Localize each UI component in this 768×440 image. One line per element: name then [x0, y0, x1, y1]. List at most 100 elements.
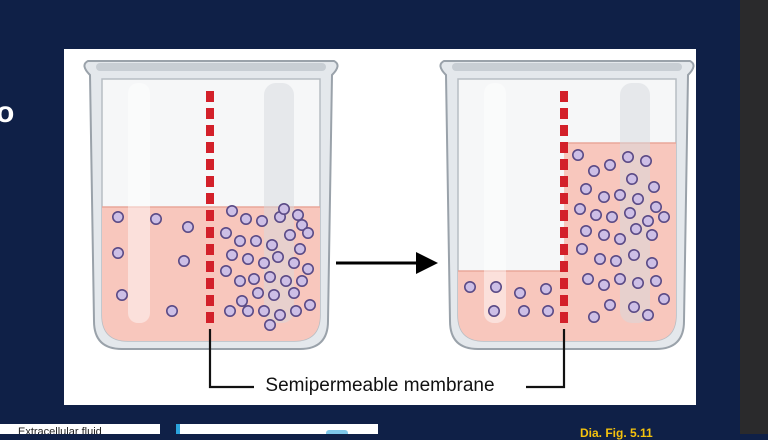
- solute-particle: [111, 247, 124, 260]
- solute-particle: [302, 263, 315, 276]
- process-arrow: [336, 252, 438, 274]
- solute-particle: [274, 308, 287, 321]
- solute-particle: [284, 229, 297, 242]
- solute-particle: [539, 283, 552, 296]
- solute-particle: [517, 304, 530, 317]
- solute-particle: [589, 209, 602, 222]
- figure-caption: Dia. Fig. 5.11: [580, 426, 653, 440]
- solute-particle: [166, 304, 179, 317]
- solute-particle: [304, 299, 317, 312]
- solute-particle: [292, 209, 305, 222]
- solute-particle: [597, 191, 610, 204]
- solute-particle: [220, 265, 233, 278]
- solute-particle: [597, 279, 610, 292]
- beaker-lip: [452, 63, 682, 71]
- solute-particle: [111, 211, 124, 224]
- solute-particle: [272, 251, 285, 264]
- solute-particle: [252, 287, 265, 300]
- solute-particle: [236, 295, 249, 308]
- solute-particle: [613, 189, 626, 202]
- beaker-after: [439, 60, 695, 350]
- solute-particle: [575, 243, 588, 256]
- solute-particle: [573, 203, 586, 216]
- solute-particle: [296, 219, 309, 232]
- solute-particle: [258, 257, 271, 270]
- solute-particle: [627, 249, 640, 262]
- solute-particle: [647, 181, 660, 194]
- osmosis-figure: Semipermeable membrane: [64, 49, 696, 405]
- solute-particle: [649, 275, 662, 288]
- solute-particle: [302, 227, 315, 240]
- solute-particle: [220, 227, 233, 240]
- solute-particle: [250, 235, 263, 248]
- solute-particle: [150, 213, 163, 226]
- solute-particle: [631, 277, 644, 290]
- solute-particle: [178, 255, 191, 268]
- solute-particle: [609, 255, 622, 268]
- solute-particle: [234, 235, 247, 248]
- footer-image-shape: [326, 430, 348, 434]
- solute-particle: [226, 249, 239, 262]
- solute-particle: [489, 281, 502, 294]
- solute-particle: [639, 155, 652, 168]
- solute-particle: [541, 304, 554, 317]
- solute-particle: [280, 275, 293, 288]
- solute-particle: [579, 225, 592, 238]
- beaker-before: [83, 60, 339, 350]
- solute-particle: [587, 165, 600, 178]
- solute-particle: [593, 253, 606, 266]
- footer-image-panel: [176, 424, 378, 434]
- solute-particle: [579, 183, 592, 196]
- solute-particle: [234, 275, 247, 288]
- solute-particle: [603, 159, 616, 172]
- solute-particle: [264, 318, 277, 331]
- solute-particle: [258, 304, 271, 317]
- solute-particle: [597, 229, 610, 242]
- solute-particle: [463, 281, 476, 294]
- solute-particle: [623, 207, 636, 220]
- solute-particle: [645, 229, 658, 242]
- solute-particle: [645, 257, 658, 270]
- solute-particle: [290, 304, 303, 317]
- glass-highlight: [484, 83, 506, 323]
- footer-image-bar: [176, 424, 180, 434]
- footer-left-panel: Extracellular fluid: [0, 424, 160, 434]
- solute-particle: [248, 273, 261, 286]
- solute-particle: [613, 233, 626, 246]
- window-side-strip: [740, 0, 768, 434]
- solute-particle: [487, 304, 500, 317]
- solute-particle: [115, 289, 128, 302]
- solute-particle: [264, 271, 277, 284]
- solute-particle: [649, 201, 662, 214]
- beaker-lip: [96, 63, 326, 71]
- membrane-callout-lines: [208, 329, 566, 389]
- solute-particle: [631, 193, 644, 206]
- solute-particle: [629, 223, 642, 236]
- glass-shadow: [264, 83, 294, 323]
- solute-particle: [224, 304, 237, 317]
- solute-particle: [242, 253, 255, 266]
- solute-particle: [240, 213, 253, 226]
- solute-particle: [571, 149, 584, 162]
- solute-particle: [641, 308, 654, 321]
- glass-highlight: [128, 83, 150, 323]
- solute-particle: [296, 275, 309, 288]
- solute-particle: [613, 273, 626, 286]
- solute-particle: [226, 205, 239, 218]
- bullet-fragment: o: [0, 96, 15, 129]
- beakers-svg: [83, 60, 695, 389]
- solute-particle: [641, 215, 654, 228]
- solute-particle: [268, 289, 281, 302]
- solute-particle: [288, 257, 301, 270]
- solute-particle: [242, 304, 255, 317]
- solute-particle: [288, 287, 301, 300]
- solute-particle: [581, 273, 594, 286]
- solute-particle: [513, 287, 526, 300]
- solute-particle: [621, 151, 634, 164]
- solute-particle: [266, 239, 279, 252]
- solute-particle: [587, 310, 600, 323]
- solute-particle: [625, 173, 638, 186]
- solute-particle: [605, 211, 618, 224]
- solute-particle: [627, 301, 640, 314]
- solute-particle: [294, 243, 307, 256]
